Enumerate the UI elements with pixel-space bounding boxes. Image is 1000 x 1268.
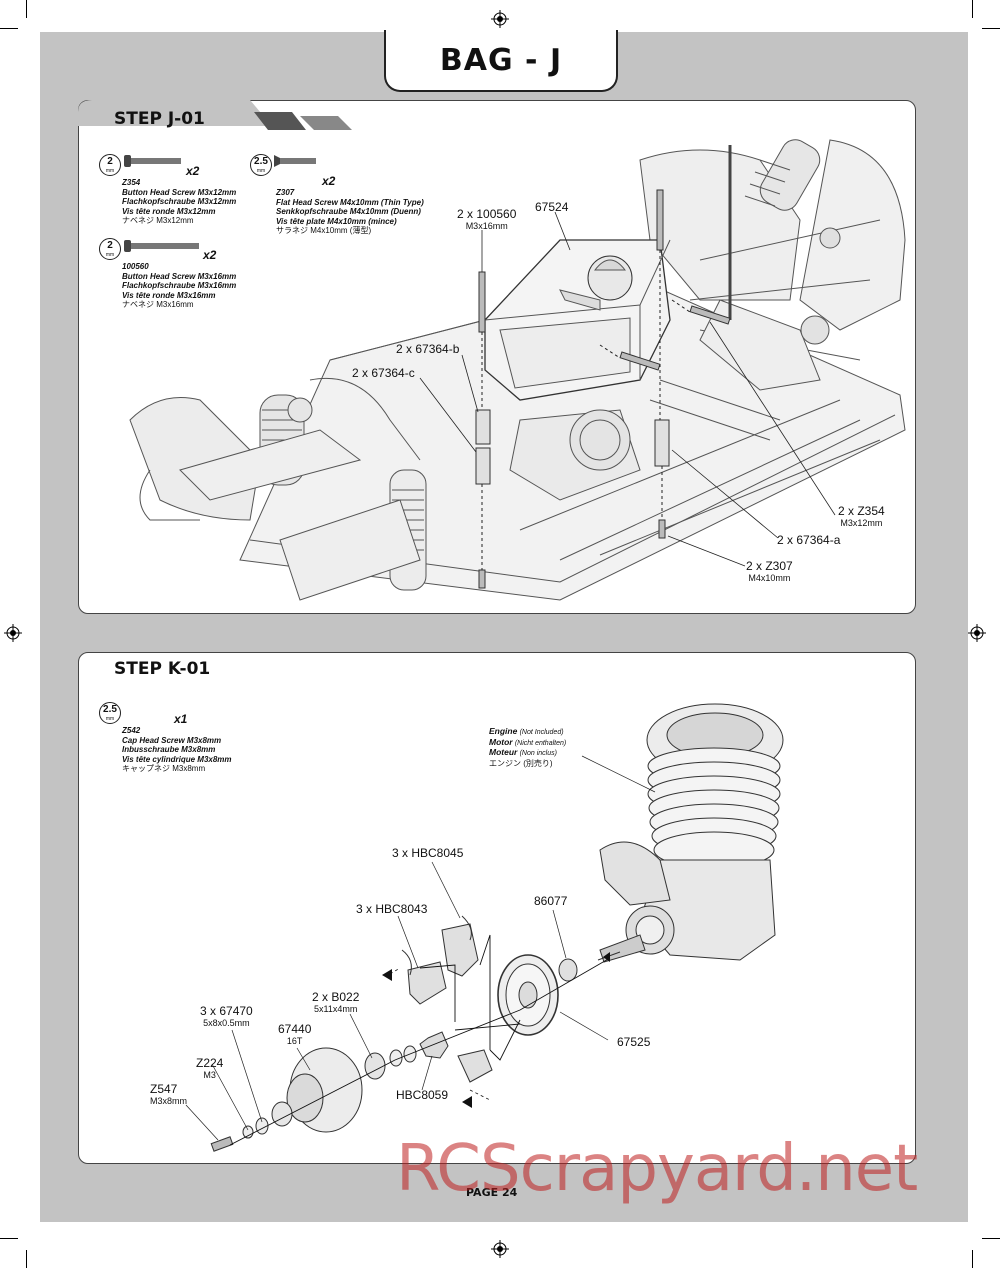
- registration-mark-icon: [968, 624, 986, 642]
- step-j-tab: STEP J-01: [78, 104, 205, 134]
- registration-mark-icon: [491, 10, 509, 28]
- registration-mark-icon: [491, 1240, 509, 1258]
- crop-mark: [982, 1238, 1000, 1239]
- part-callout: HBC8059: [396, 1088, 449, 1102]
- crop-mark: [982, 28, 1000, 29]
- crop-mark: [972, 1250, 973, 1268]
- hardware-description: Z354 Button Head Screw M3x12mm Flachkopf…: [122, 178, 237, 225]
- crop-mark: [26, 1250, 27, 1268]
- page-number: PAGE 24: [466, 1186, 518, 1199]
- part-callout: 2 x 67364-b: [396, 342, 460, 356]
- quantity-label: x2: [203, 248, 217, 262]
- page-title: BAG - J: [439, 42, 563, 78]
- part-callout: 67524: [535, 200, 569, 214]
- crop-mark: [0, 28, 18, 29]
- engine-label: Engine (Not Included) Motor (Nicht entha…: [489, 726, 567, 768]
- quantity-label: x2: [186, 164, 200, 178]
- watermark: RCScrapyard.net: [396, 1132, 918, 1206]
- part-callout: 86077: [534, 894, 568, 908]
- registration-mark-icon: [4, 624, 22, 642]
- quantity-label: x1: [174, 712, 188, 726]
- hardware-description: Z307 Flat Head Screw M4x10mm (Thin Type)…: [276, 188, 424, 235]
- step-k-tab: STEP K-01: [78, 654, 210, 684]
- hardware-description: Z542 Cap Head Screw M3x8mm Inbusschraube…: [122, 726, 232, 773]
- crop-mark: [972, 0, 973, 18]
- part-callout: 67525: [617, 1035, 651, 1049]
- crop-mark: [0, 1238, 18, 1239]
- part-callout: 2 x 67364-c: [352, 366, 415, 380]
- step-title: STEP J-01: [114, 109, 205, 129]
- bag-title-tab: BAG - J: [384, 30, 618, 92]
- part-callout: 3 x HBC8043: [356, 902, 428, 916]
- step-title: STEP K-01: [114, 659, 211, 679]
- quantity-label: x2: [322, 174, 336, 188]
- hardware-description: 100560 Button Head Screw M3x16mm Flachko…: [122, 262, 237, 309]
- part-callout: 3 x HBC8045: [392, 846, 464, 860]
- crop-mark: [26, 0, 27, 18]
- part-callout: 2 x 67364-a: [777, 533, 841, 547]
